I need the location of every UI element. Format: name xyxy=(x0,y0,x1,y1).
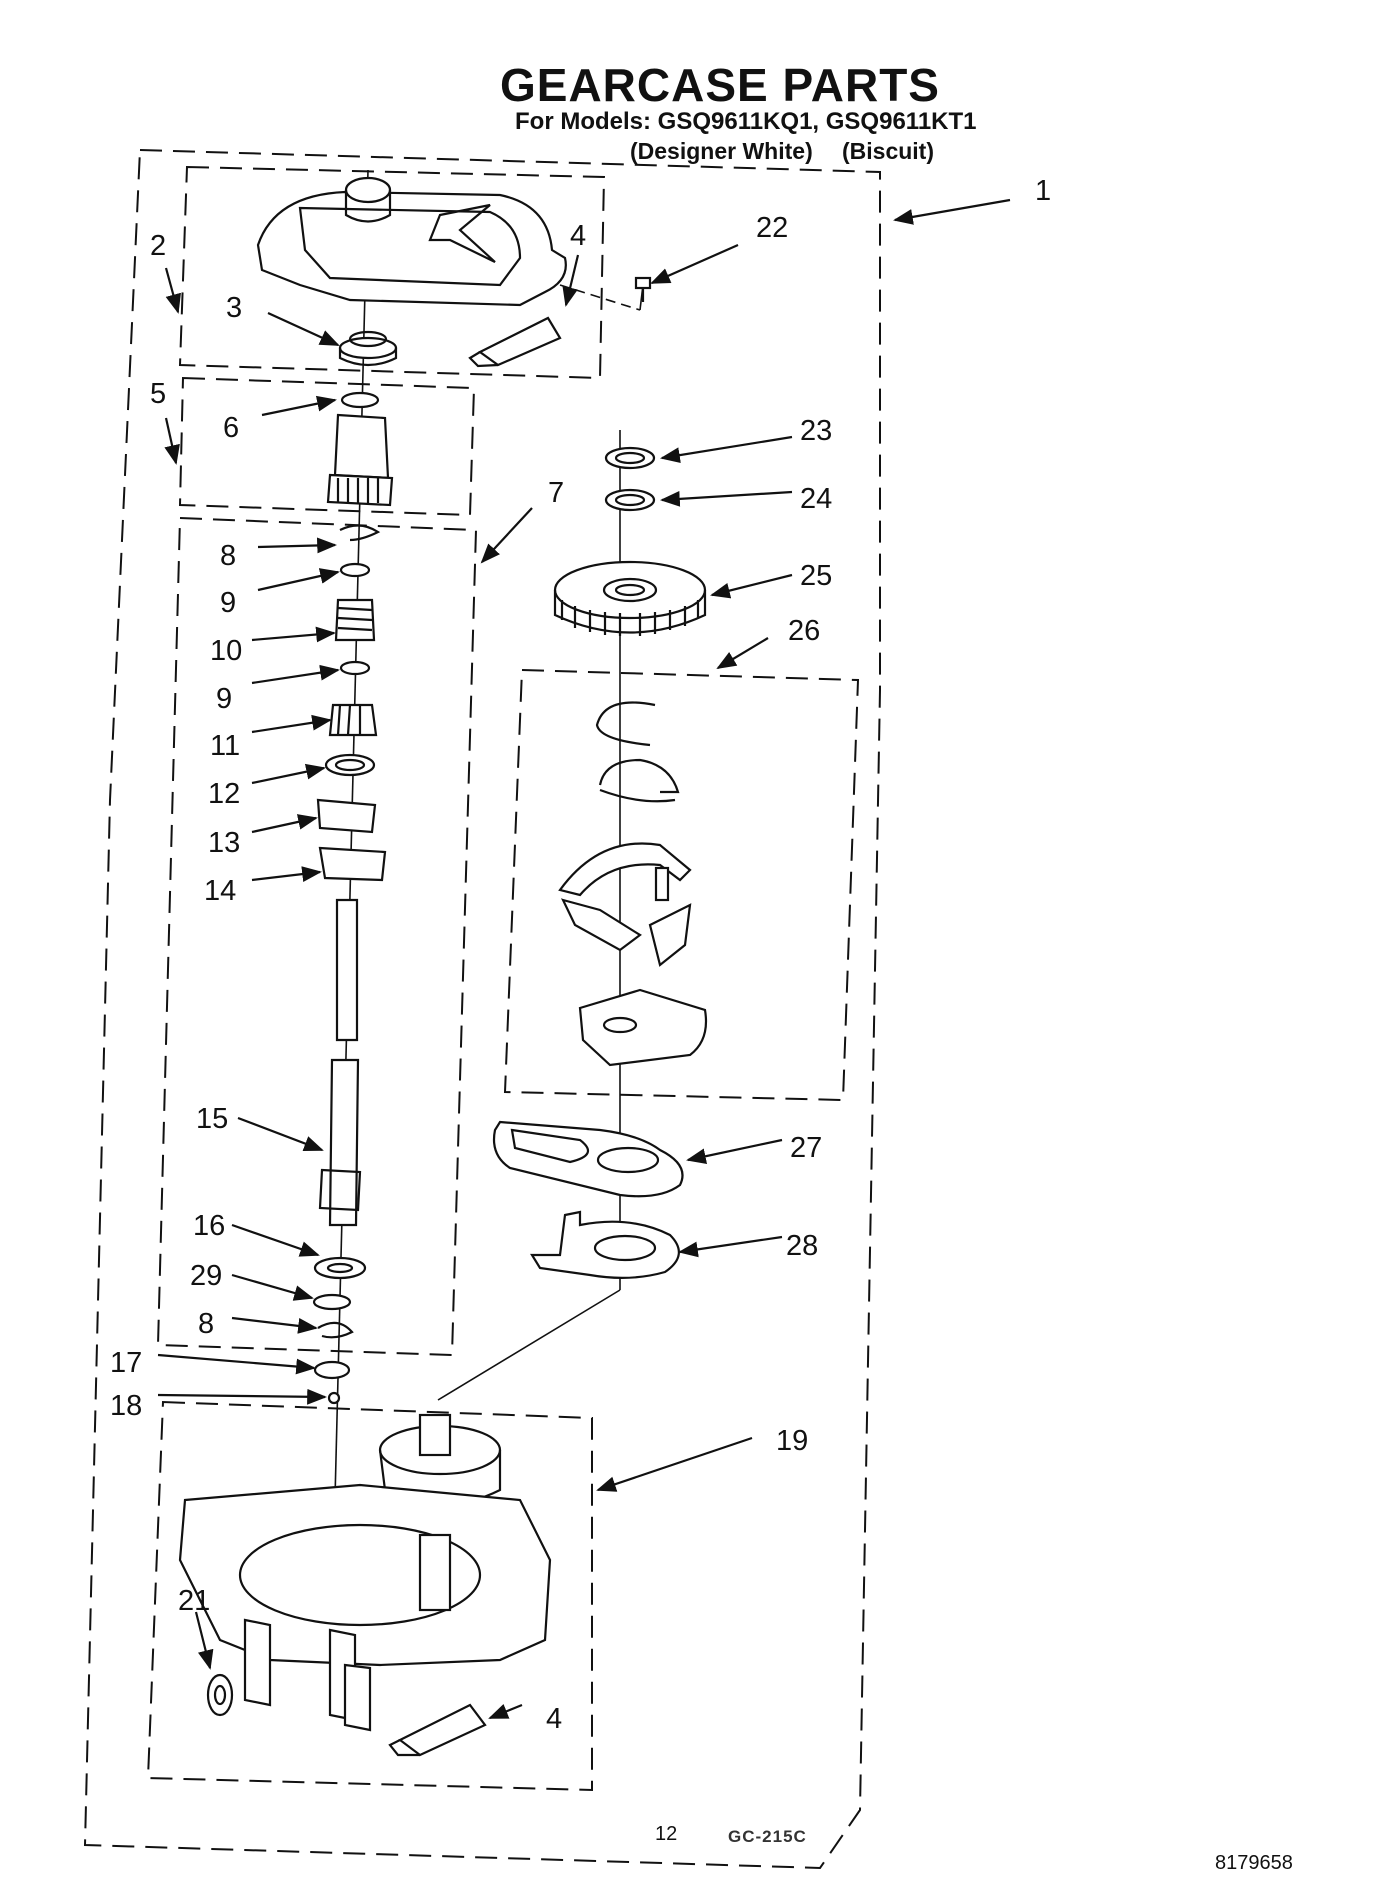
callout-3: 3 xyxy=(226,292,242,324)
callout-27: 27 xyxy=(790,1132,822,1164)
callout-1: 1 xyxy=(1035,175,1051,207)
drive-pinion xyxy=(326,391,394,507)
bracket-part xyxy=(530,1210,680,1279)
gear-plate xyxy=(492,1120,684,1198)
link-line xyxy=(437,1289,621,1401)
models-line: For Models: GSQ9611KQ1, GSQ9611KT1 xyxy=(515,108,977,135)
callout-17: 17 xyxy=(110,1347,142,1379)
lower-small-parts xyxy=(312,1256,367,1405)
callout-9-bottom: 9 xyxy=(216,683,232,715)
document-number: 8179658 xyxy=(1215,1852,1293,1874)
callout-13: 13 xyxy=(208,827,240,859)
assembly-box-26 xyxy=(503,668,860,1102)
variant-biscuit: (Biscuit) xyxy=(842,138,934,164)
callout-14: 14 xyxy=(204,875,236,907)
callout-9-top: 9 xyxy=(220,587,236,619)
callout-8-top: 8 xyxy=(220,540,236,572)
callout-4-bottom: 4 xyxy=(546,1703,562,1735)
agitator-shaft xyxy=(318,898,362,1227)
callout-26: 26 xyxy=(788,615,820,647)
assembly-box-7 xyxy=(156,516,478,1357)
callout-25: 25 xyxy=(800,560,832,592)
gearcase-housing xyxy=(178,1413,552,1732)
assembly-box-2 xyxy=(178,165,606,380)
callout-11: 11 xyxy=(210,730,240,762)
callout-22: 22 xyxy=(756,212,788,244)
callout-8-bottom: 8 xyxy=(198,1308,214,1340)
callout-2: 2 xyxy=(150,230,166,262)
screw-part xyxy=(634,276,652,302)
washers-right xyxy=(604,446,656,512)
grease-tube-bottom xyxy=(388,1703,487,1757)
callout-5: 5 xyxy=(150,378,166,410)
page-number: 12 xyxy=(655,1823,678,1845)
diagram-code: GC-215C xyxy=(728,1827,807,1846)
grease-tube-top xyxy=(468,316,562,368)
page-title: GEARCASE PARTS xyxy=(500,59,940,111)
assembly-box-5 xyxy=(178,376,476,517)
callout-21: 21 xyxy=(178,1585,210,1617)
screw-guide-line xyxy=(559,284,641,311)
large-gear xyxy=(553,560,707,636)
callout-4-top: 4 xyxy=(570,220,586,252)
assembly-box-19 xyxy=(146,1400,593,1792)
callout-28: 28 xyxy=(786,1230,818,1262)
callout-29: 29 xyxy=(190,1260,222,1292)
callout-12: 12 xyxy=(208,778,240,810)
callout-7: 7 xyxy=(548,477,564,509)
variant-designer-white: (Designer White) xyxy=(630,138,813,164)
seal-part xyxy=(338,330,398,367)
small-parts-stack xyxy=(316,524,387,882)
gearcase-cover xyxy=(256,176,567,307)
callout-16: 16 xyxy=(193,1210,225,1242)
callout-18: 18 xyxy=(110,1390,142,1422)
callout-24: 24 xyxy=(800,483,832,515)
callout-6: 6 xyxy=(223,412,239,444)
assembly-box-1 xyxy=(83,148,881,1870)
callout-23: 23 xyxy=(800,415,832,447)
housing-seal xyxy=(206,1673,234,1717)
callout-15: 15 xyxy=(196,1103,228,1135)
callout-19: 19 xyxy=(776,1425,808,1457)
callout-10: 10 xyxy=(210,635,242,667)
shift-assembly xyxy=(558,701,708,1067)
